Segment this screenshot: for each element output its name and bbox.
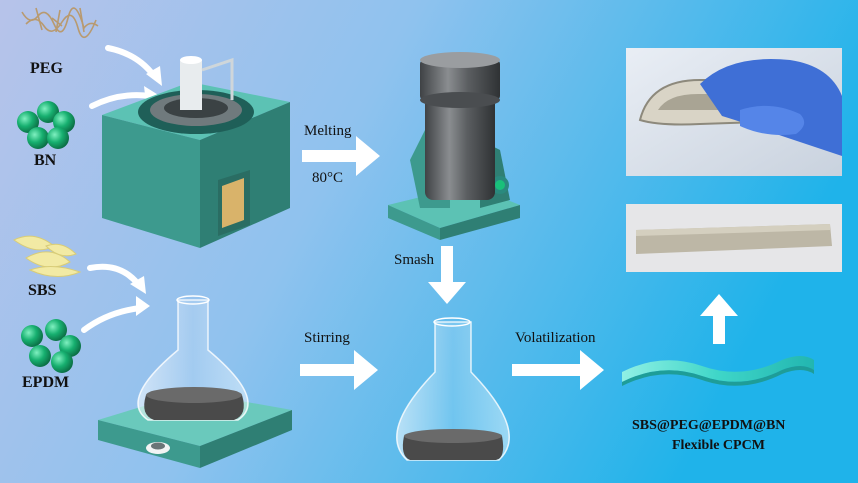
arrow-volatilization xyxy=(512,350,604,390)
label-epdm: EPDM xyxy=(22,374,70,391)
label-melting: Melting xyxy=(304,123,352,139)
sbs-flakes-icon xyxy=(13,235,82,277)
volatilization-flask-icon xyxy=(396,317,510,461)
arrow-smash xyxy=(428,246,466,304)
arrow-stirring xyxy=(300,350,378,390)
curved-arrow-head-icon xyxy=(130,66,162,316)
bn-balls-icon xyxy=(17,101,75,149)
peg-fiber-icon xyxy=(21,7,99,38)
grinder-icon xyxy=(388,52,520,240)
cpcm-film-icon xyxy=(622,356,814,386)
epdm-balls-icon xyxy=(21,319,81,373)
stirring-hotplate-icon xyxy=(98,295,292,468)
label-temperature: 80°C xyxy=(312,170,344,186)
label-bn: BN xyxy=(34,152,57,169)
strip-sample-photo xyxy=(626,204,842,272)
arrow-melting xyxy=(302,136,380,176)
label-volatilization: Volatilization xyxy=(515,330,596,346)
label-stirring: Stirring xyxy=(304,330,350,346)
melt-mixer-icon xyxy=(102,56,290,248)
label-product-type: Flexible CPCM xyxy=(672,438,765,453)
label-product-name: SBS@PEG@EPDM@BN xyxy=(632,418,786,433)
arrow-up xyxy=(700,294,738,344)
label-peg: PEG xyxy=(30,60,63,77)
label-sbs: SBS xyxy=(28,282,57,299)
process-arrows xyxy=(300,136,738,390)
label-smash: Smash xyxy=(394,252,435,268)
flexible-sample-photo xyxy=(626,48,842,176)
